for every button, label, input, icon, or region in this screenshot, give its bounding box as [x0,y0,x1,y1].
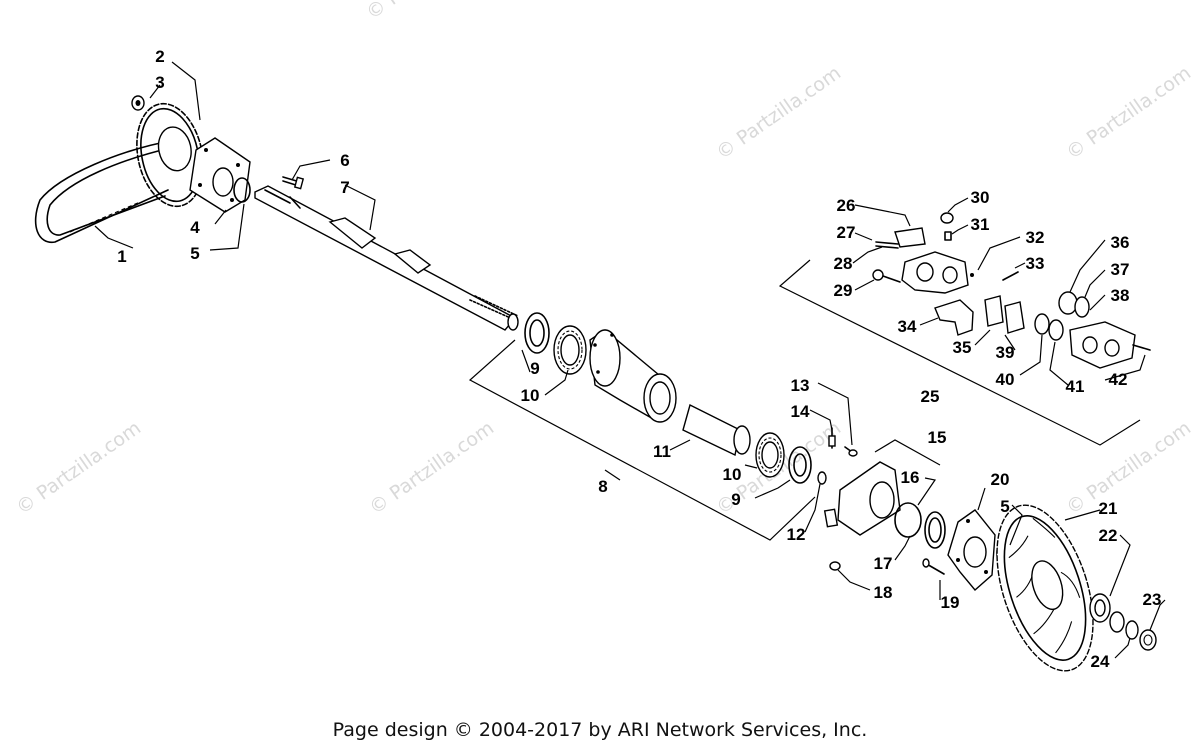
copyright-footer: Page design © 2004-2017 by ARI Network S… [332,719,868,741]
flange-bolt [282,176,305,190]
callout-20: 20 [991,470,1010,489]
callout-28: 28 [834,254,853,273]
callout-21: 21 [1099,499,1118,518]
callout-14: 14 [791,402,810,421]
spacer-tube [682,403,751,457]
brake-pad [984,295,1004,327]
callout-32: 32 [1026,228,1045,247]
callout-38: 38 [1111,286,1130,305]
caliper-bracket-bolt [844,446,858,457]
callout-30: 30 [971,188,990,207]
bearing-right [755,432,785,478]
caliper-bracket [823,461,901,536]
o-ring [233,177,251,203]
callout-37: 37 [1111,260,1130,279]
callout-15: 15 [928,428,947,447]
callout-40: 40 [996,370,1015,389]
pad-spring [894,227,926,248]
callout-31: 31 [971,215,990,234]
callout-18: 18 [874,583,893,602]
caliper-bolt-29 [872,269,884,281]
callout-19: 19 [941,593,960,612]
callout-27: 27 [837,223,856,242]
callout-10b: 10 [723,465,742,484]
watermark: © Partzilla.com [12,417,145,519]
seal-left-inner [529,319,545,347]
piston-seal [1034,313,1050,335]
callout-8: 8 [598,477,607,496]
callout-4: 4 [190,218,200,237]
sprocket-nut [131,95,145,111]
ring-17 [924,511,946,549]
group-bracket-15 [874,439,941,466]
leader-lines [94,61,1166,659]
callout-9: 9 [530,359,539,378]
callout-6: 6 [340,151,349,170]
callout-36: 36 [1111,233,1130,252]
seal-right [788,446,812,484]
caliper-body-outer [1069,321,1136,369]
sprocket [136,102,204,208]
bearing-housing [589,329,677,423]
pin-33 [1002,271,1019,281]
bracket-screw [828,427,836,449]
callout-22: 22 [1099,526,1118,545]
callout-5b: 5 [1000,497,1009,516]
bearing-left [553,325,587,375]
watermark: © Partzilla.com [712,62,845,164]
stud [922,558,945,575]
seal-right-inner [793,453,807,477]
callout-5: 5 [190,244,199,263]
bleeder-cap [940,212,954,224]
lock-ring [817,471,827,485]
sprocket-hub [189,137,251,213]
brake-hub [947,509,996,592]
callout-10: 10 [521,386,540,405]
axle-nuts [1109,611,1157,651]
callout-2: 2 [155,47,164,66]
callout-39: 39 [996,343,1015,362]
callout-9b: 9 [731,490,740,509]
brake-caliper-assembly [872,212,1151,369]
watermark: © Partzilla.com [362,0,495,24]
clip [829,561,841,571]
drive-chain [34,139,176,243]
axle-shaft [254,185,519,331]
callout-13: 13 [791,376,810,395]
caliper-bolt-42 [1132,344,1151,351]
callout-16: 16 [901,468,920,487]
group-bracket-hub [468,339,816,541]
o-ring-16 [894,502,922,538]
callout-24: 24 [1091,652,1110,671]
callout-34: 34 [898,317,917,336]
pad-pin [875,245,899,249]
ring-17-inner [928,517,942,543]
callout-7: 7 [340,178,349,197]
piston [1058,291,1078,315]
seal-left [524,312,550,354]
group-bracket-caliper [778,259,1141,446]
caliper-body-inner [901,251,969,294]
callout-26: 26 [837,196,856,215]
watermark: © Partzilla.com [1062,62,1195,164]
disc-spacer [1089,593,1111,623]
callout-42: 42 [1109,370,1128,389]
callout-3: 3 [155,73,164,92]
callout-41: 41 [1066,377,1085,396]
callout-23: 23 [1143,590,1162,609]
callout-35: 35 [953,338,972,357]
watermark: © Partzilla.com [365,417,498,519]
anti-rattle-plate [934,299,974,336]
watermark: © Partzilla.com [1062,417,1195,519]
callout-1: 1 [117,247,126,266]
callout-numbers: 1 2 3 4 5 5 6 7 8 9 9 10 10 11 12 13 14 … [117,47,1161,671]
callout-33: 33 [1026,254,1045,273]
callout-25: 25 [921,387,940,406]
callout-12: 12 [787,525,806,544]
callout-29: 29 [834,281,853,300]
callout-17: 17 [874,554,893,573]
callout-11: 11 [653,442,671,461]
